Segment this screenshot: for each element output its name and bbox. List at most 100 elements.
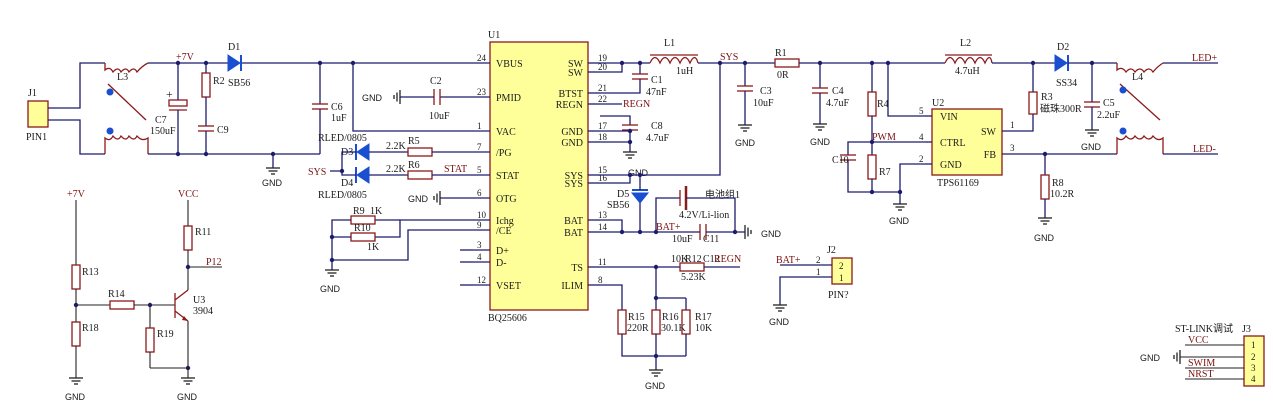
u3-ref: U3	[193, 295, 205, 306]
resistor-r1: R1 0R	[774, 48, 800, 81]
r15-ref: R15	[628, 312, 645, 323]
u1-pin-name: SW	[568, 68, 584, 79]
r4-ref: R4	[877, 99, 889, 110]
r12-val: 10K	[671, 254, 689, 265]
capacitor-c10: C10	[832, 141, 872, 193]
r3-val: 磁珠300R	[1040, 102, 1082, 115]
c9-ref: C9	[217, 125, 229, 136]
net-swim: SWIM	[1188, 358, 1215, 369]
resistor-r16: R16 30.1K	[651, 298, 687, 356]
resistor-r15: R15 220R	[617, 309, 686, 357]
l4-ref: L4	[1132, 72, 1143, 83]
j3-title: ST-LINK调试	[1175, 322, 1233, 335]
resistor-r7: R7	[867, 154, 891, 192]
r10-ref: R10	[354, 223, 371, 234]
u1-pin-num: 23	[477, 87, 487, 97]
net-bat-plus-j2: BAT+	[776, 255, 801, 266]
u1-pin-num: 4	[477, 252, 482, 262]
u1-pin-num: 20	[598, 62, 608, 72]
resistor-r18: R18	[71, 321, 99, 347]
resistor-r5: R5 2.2K	[369, 136, 473, 157]
u1-pin-name: /PG	[496, 148, 512, 159]
led-d3: RLED/0805 D3	[318, 133, 370, 161]
u2-pin-name: VIN	[940, 112, 958, 123]
resistor-r17: R17 10K	[681, 298, 713, 356]
transistor-u3: U3 3904	[174, 289, 213, 322]
r-5-23k: 5.23K	[681, 272, 707, 283]
capacitor-c1: C1 47nF	[600, 63, 667, 98]
c7-ref: C7	[155, 115, 167, 126]
resistor-r4: R4	[867, 63, 889, 155]
resistor-r3: R3 磁珠300R	[1002, 63, 1082, 132]
c2-ref: C2	[430, 76, 442, 87]
net-nrst: NRST	[1188, 369, 1214, 380]
r6-ref: R6	[408, 160, 420, 171]
r15-val: 220R	[627, 323, 649, 334]
resistor-r10: R10 1K	[332, 223, 401, 253]
u1-pin-name: D-	[496, 258, 507, 269]
net-vcc-left: VCC	[178, 189, 199, 200]
inductor-l4: L4	[1116, 62, 1164, 154]
diode-d1: D1 SB56	[227, 42, 250, 89]
capacitor-c6: C6 1uF	[312, 63, 347, 154]
ic-u1: U1 BQ25606 24VBUS23PMID1VAC7/PG5STAT6OTG…	[473, 30, 608, 324]
capacitor-c2: C2 10uF GND	[362, 76, 473, 122]
j3-ref: J3	[1242, 324, 1251, 335]
gnd-label-c8: GND	[628, 168, 649, 178]
u1-pin-name: SYS	[565, 171, 583, 182]
u1-pin-name: D+	[496, 246, 509, 257]
u2-pin-num: 1	[1010, 120, 1015, 130]
u1-pin-name: VAC	[496, 127, 516, 138]
c8-ref: C8	[651, 121, 663, 132]
diode-d2: D2 SS34	[1054, 42, 1077, 89]
resistor-r6: R6 2.2K STAT	[369, 160, 473, 180]
diode-d5: D5 SB56	[607, 175, 650, 232]
j3-pin: 3	[1251, 363, 1256, 373]
r17-val: 10K	[695, 323, 713, 334]
r14-ref: R14	[108, 289, 125, 300]
j2-pin1: 1	[839, 273, 844, 283]
c8-val: 4.7uF	[646, 133, 670, 144]
u1-pin-num: 13	[598, 210, 608, 220]
c7-val: 150uF	[150, 126, 176, 137]
d4-rled: RLED/0805	[318, 190, 367, 201]
bt1-val: 4.2V/Li-lion	[679, 210, 729, 221]
r5-ref: R5	[408, 136, 420, 147]
c11-ref: C11	[703, 234, 719, 245]
connector-j2: J2 2 1 PIN? BAT+ 2 1 GND	[769, 245, 853, 327]
u1-pin-num: 14	[598, 222, 608, 232]
u1-pin-name: SW	[568, 59, 584, 70]
capacitor-c5: C5 2.2uF GND	[1081, 63, 1121, 152]
c11-val: 10uF	[672, 234, 693, 245]
capacitor-c4: C4 4.7uF GND	[810, 63, 850, 147]
u2-pin-name: CTRL	[940, 138, 966, 149]
r7-ref: R7	[879, 167, 891, 178]
net-7v-top: +7V	[176, 52, 195, 63]
inductor-l3: L3	[104, 62, 149, 154]
r18-ref: R18	[82, 323, 99, 334]
l3-ref: L3	[117, 72, 128, 83]
r9-val: 1K	[370, 206, 383, 217]
net-sys-led: SYS	[308, 167, 326, 178]
d3-rled: RLED/0805	[318, 133, 367, 144]
u1-pin-name: GND	[561, 138, 583, 149]
connector-j1: J1 PIN1	[26, 88, 49, 143]
gnd-label-r8: GND	[1034, 233, 1055, 243]
inductor-l2: L2 4.7uH	[944, 38, 993, 77]
u1-pin-name: BAT	[564, 228, 583, 239]
c12-ref: C12	[703, 254, 720, 265]
u1-body	[489, 41, 589, 311]
j1-ref: J1	[28, 88, 37, 99]
u1-pin-name: BTST	[559, 89, 583, 100]
u1-pin-num: 22	[598, 94, 607, 104]
u2-name: TPS61169	[937, 178, 979, 189]
u1-pin-name: GND	[561, 127, 583, 138]
u1-pin-num: 8	[598, 275, 603, 285]
gnd-label-j2: GND	[769, 317, 790, 327]
battery-bt1: 电池组1 4.2V/Li-lion	[655, 186, 740, 232]
u1-pin-name: ILIM	[561, 281, 583, 292]
u1-pin-num: 3	[477, 240, 482, 250]
d1-val: SB56	[228, 78, 250, 89]
gnd-label-otg: GND	[408, 194, 429, 204]
